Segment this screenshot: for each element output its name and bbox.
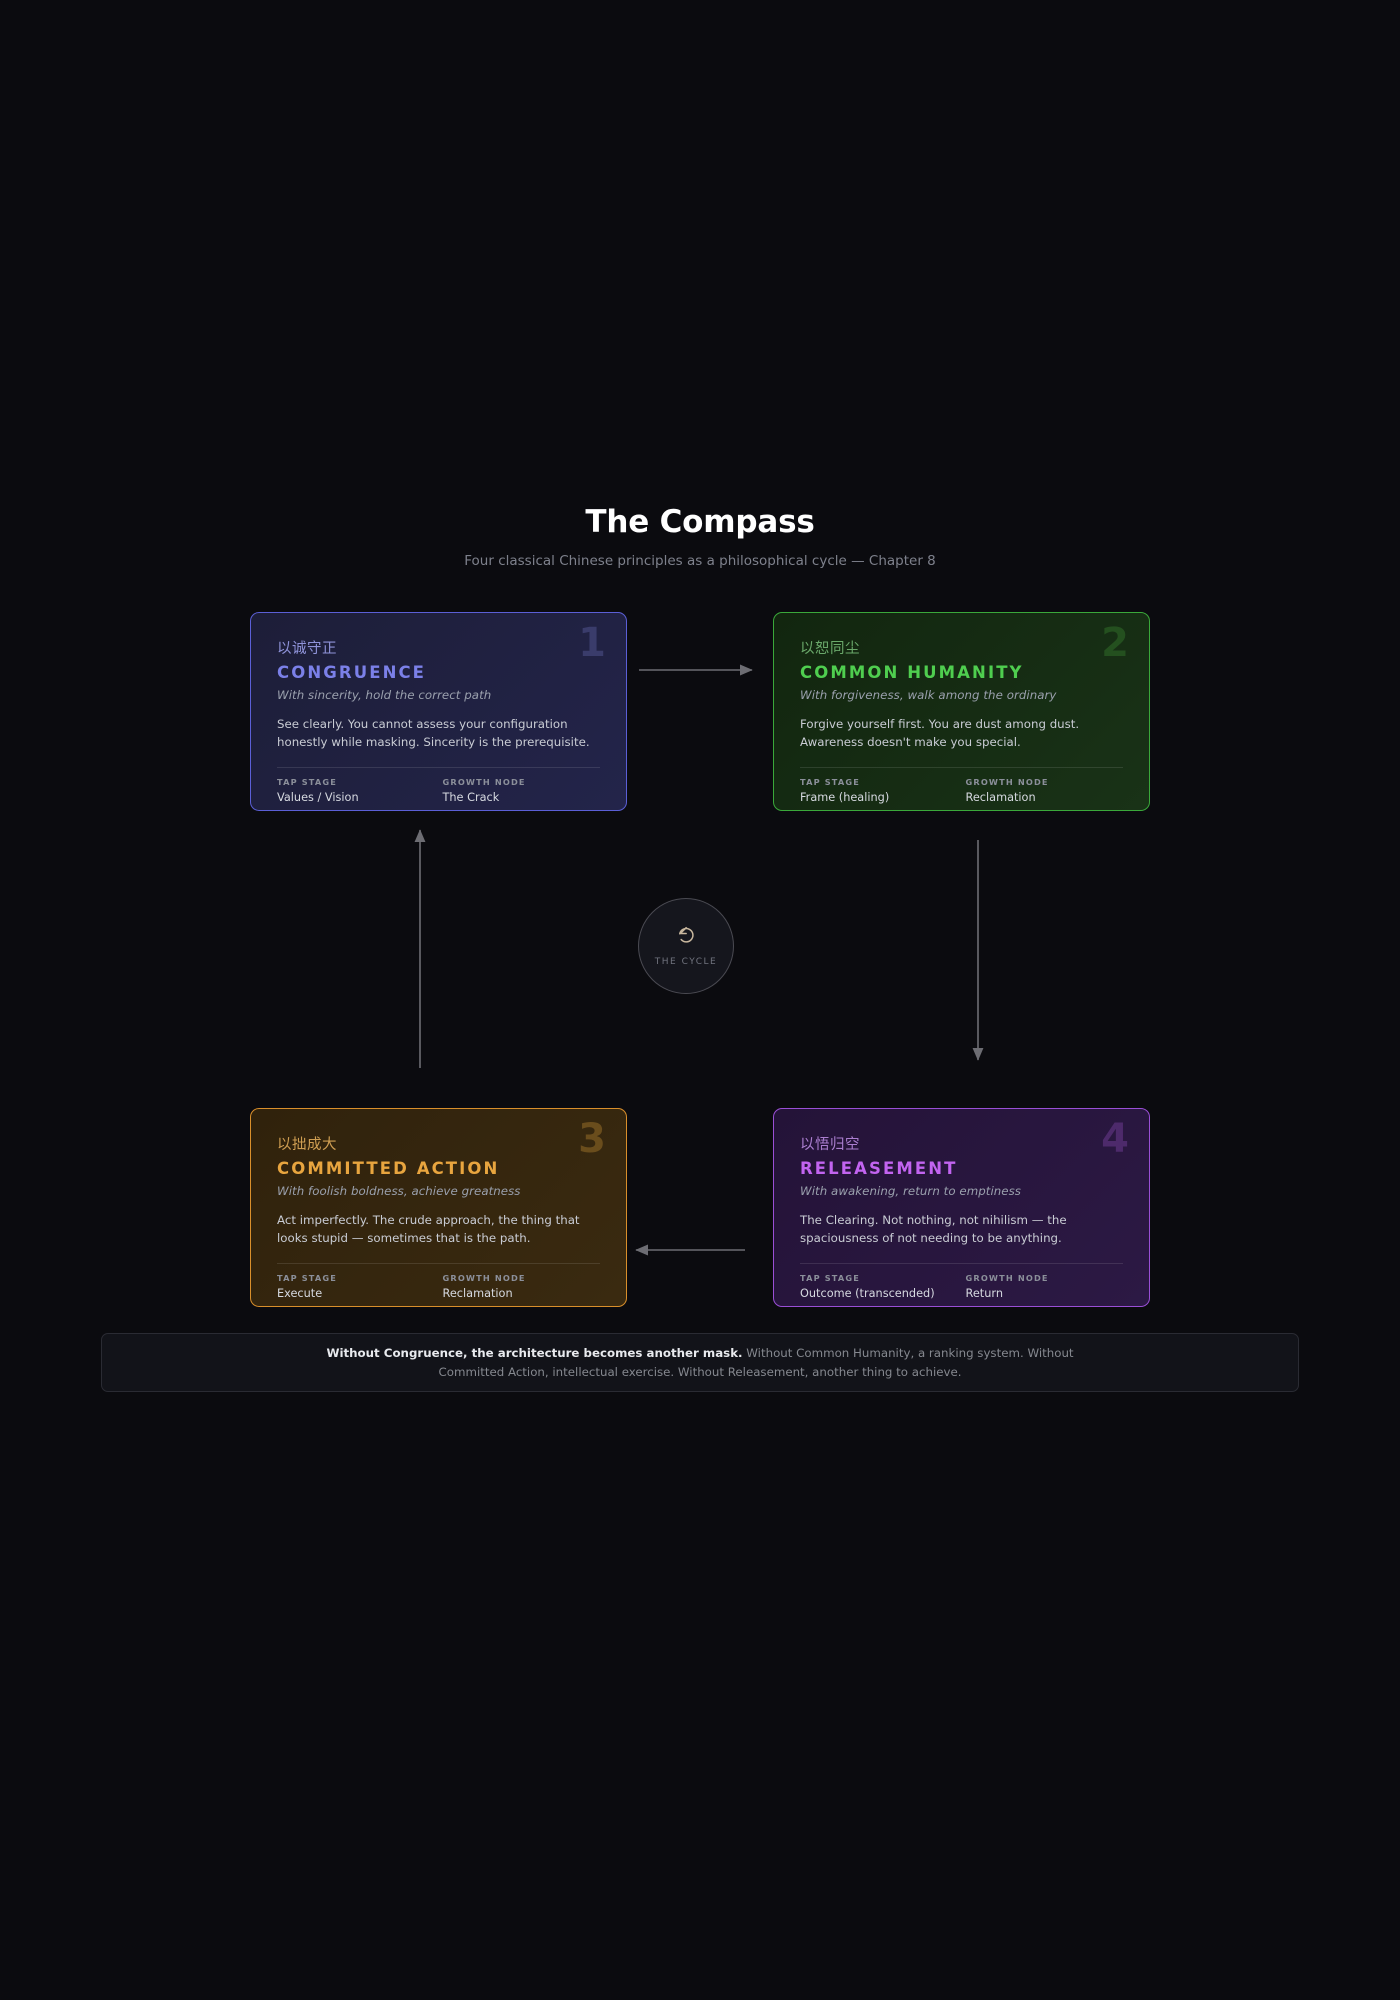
card-meta: TAP STAGE Frame (healing) GROWTH NODE Re… <box>800 766 1124 804</box>
card-body: The Clearing. Not nothing, not nihilism … <box>800 1213 1067 1245</box>
card-name: COMMITTED ACTION <box>277 1159 500 1178</box>
meta-tap-stage-value: Values / Vision <box>277 790 359 804</box>
card-chinese-title: 以诚守正 <box>277 641 337 657</box>
meta-growth-node-value: The Crack <box>442 790 500 804</box>
card-motto: With forgiveness, walk among the ordinar… <box>800 688 1057 702</box>
meta-tap-stage: TAP STAGE Frame (healing) <box>800 777 962 804</box>
card-number: 4 <box>1101 1116 1129 1162</box>
meta-tap-stage: TAP STAGE Values / Vision <box>277 777 439 804</box>
card-motto: With sincerity, hold the correct path <box>277 688 492 702</box>
meta-tap-stage-value: Frame (healing) <box>800 790 890 804</box>
meta-tap-stage-value: Outcome (transcended) <box>800 1286 935 1300</box>
meta-growth-node: GROWTH NODE Return <box>962 1273 1124 1300</box>
rotate-ccw-icon <box>676 925 696 949</box>
meta-growth-node-value: Reclamation <box>442 1286 513 1300</box>
card-meta: TAP STAGE Outcome (transcended) GROWTH N… <box>800 1262 1124 1300</box>
card-number: 1 <box>578 620 606 666</box>
meta-growth-node-value: Reclamation <box>965 790 1036 804</box>
footer-text: Without Congruence, the architecture bec… <box>315 1344 1085 1381</box>
principles-grid: 1 以诚守正 CONGRUENCE With sincerity, hold t… <box>250 612 1150 1307</box>
card-motto: With awakening, return to emptiness <box>800 1184 1022 1198</box>
meta-tap-stage-label: TAP STAGE <box>277 1272 337 1283</box>
meta-growth-node: GROWTH NODE The Crack <box>439 777 601 804</box>
meta-tap-stage-label: TAP STAGE <box>277 776 337 787</box>
card-congruence[interactable]: 1 以诚守正 CONGRUENCE With sincerity, hold t… <box>250 612 627 811</box>
page-header: The Compass Four classical Chinese princ… <box>0 504 1400 569</box>
meta-growth-node-value: Return <box>965 1286 1004 1300</box>
cycle-label: THE CYCLE <box>654 957 718 967</box>
footer-lead: Without Congruence, the architecture bec… <box>326 1346 743 1361</box>
meta-tap-stage: TAP STAGE Outcome (transcended) <box>800 1273 962 1300</box>
card-number: 2 <box>1101 620 1129 666</box>
card-body: Forgive yourself first. You are dust amo… <box>800 717 1080 749</box>
footer-rest: Without Common Humanity, a ranking syste… <box>438 1346 1074 1379</box>
card-committed-action[interactable]: 3 以拙成大 COMMITTED ACTION With foolish bol… <box>250 1108 627 1307</box>
cycle-badge[interactable]: THE CYCLE <box>638 898 734 994</box>
card-meta: TAP STAGE Execute GROWTH NODE Reclamatio… <box>277 1262 601 1300</box>
meta-tap-stage-value: Execute <box>277 1286 323 1300</box>
card-common-humanity[interactable]: 2 以恕同尘 COMMON HUMANITY With forgiveness,… <box>773 612 1150 811</box>
meta-growth-node-label: GROWTH NODE <box>442 776 526 787</box>
meta-growth-node-label: GROWTH NODE <box>965 1272 1049 1283</box>
footer-note: Without Congruence, the architecture bec… <box>101 1333 1299 1392</box>
meta-growth-node: GROWTH NODE Reclamation <box>962 777 1124 804</box>
meta-tap-stage: TAP STAGE Execute <box>277 1273 439 1300</box>
card-body: See clearly. You cannot assess your conf… <box>277 717 590 749</box>
meta-tap-stage-label: TAP STAGE <box>800 776 860 787</box>
card-chinese-title: 以拙成大 <box>277 1137 337 1153</box>
meta-growth-node-label: GROWTH NODE <box>442 1272 526 1283</box>
meta-tap-stage-label: TAP STAGE <box>800 1272 860 1283</box>
card-body: Act imperfectly. The crude approach, the… <box>277 1213 580 1245</box>
card-name: CONGRUENCE <box>277 663 427 682</box>
card-name: RELEASEMENT <box>800 1159 958 1178</box>
meta-growth-node: GROWTH NODE Reclamation <box>439 1273 601 1300</box>
card-chinese-title: 以悟归空 <box>800 1137 860 1153</box>
page-subtitle: Four classical Chinese principles as a p… <box>464 552 936 569</box>
card-motto: With foolish boldness, achieve greatness <box>277 1184 521 1198</box>
page-title: The Compass <box>585 504 815 540</box>
card-chinese-title: 以恕同尘 <box>800 641 860 657</box>
card-meta: TAP STAGE Values / Vision GROWTH NODE Th… <box>277 766 601 804</box>
card-releasement[interactable]: 4 以悟归空 RELEASEMENT With awakening, retur… <box>773 1108 1150 1307</box>
card-name: COMMON HUMANITY <box>800 663 1024 682</box>
card-number: 3 <box>578 1116 606 1162</box>
meta-growth-node-label: GROWTH NODE <box>965 776 1049 787</box>
